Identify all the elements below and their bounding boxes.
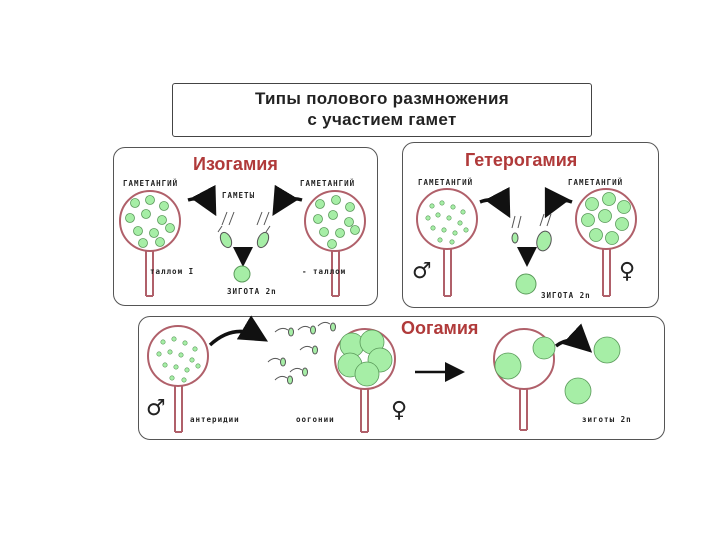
heterogamy-label-gametangium-left: ГАМЕТАНГИЙ — [418, 178, 474, 187]
isogamy-left-gametangium — [119, 190, 181, 297]
heterogamy-gametes — [511, 213, 552, 252]
oogamy-title: Оогамия — [401, 318, 479, 338]
heterogamy-label-gametangium-right: ГАМЕТАНГИЙ — [568, 178, 624, 187]
oogamy-oogonium — [334, 328, 396, 433]
heterogamy-title: Гетерогамия — [465, 150, 578, 170]
oogamy-label-zygote: зиготы 2n — [582, 415, 632, 424]
title-line-2: с участием гамет — [307, 110, 457, 129]
isogamy-label-gametangium-right: ГАМЕТАНГИЙ — [300, 179, 356, 188]
oogamy-female-symbol: ♀ — [391, 398, 408, 423]
isogamy-label-thallus-left: таллом I — [150, 267, 195, 276]
isogamy-arrows — [187, 184, 303, 267]
oogamy-label-antheridium: антеридии — [190, 415, 240, 424]
isogamy-title: Изогамия — [193, 154, 278, 174]
oogamy-zygotes — [564, 336, 621, 405]
heterogamy-male-symbol: ♂ — [412, 259, 432, 284]
title-box: Типы полового размножения с участием гам… — [172, 83, 592, 137]
heterogamy-male-gametangium — [416, 188, 478, 297]
heterogamy-arrows — [479, 186, 573, 267]
title-line-1: Типы полового размножения — [255, 89, 509, 108]
heterogamy-female-gametangium — [575, 188, 637, 297]
oogamy-label-oogonium: оогонии — [296, 415, 335, 424]
isogamy-label-thallus-right: - таллом — [302, 267, 347, 276]
isogamy-gametes — [217, 211, 271, 249]
isogamy-label-zygote: ЗИГОТА 2n — [227, 287, 277, 296]
isogamy-label-gametangium-left: ГАМЕТАНГИЙ — [123, 179, 179, 188]
oogamy-arrow-1 — [208, 315, 269, 347]
heterogamy-female-symbol: ♀ — [619, 259, 636, 284]
isogamy-right-gametangium — [304, 190, 366, 297]
isogamy-zygote — [233, 265, 251, 283]
oogamy-male-symbol: ♂ — [146, 396, 166, 421]
oogamy-antheridium — [147, 325, 209, 433]
oogamy-arrow-2 — [554, 323, 593, 353]
oogamy-sperm — [267, 321, 336, 385]
heterogamy-zygote — [515, 273, 537, 295]
oogamy-result-gametangium — [493, 328, 556, 431]
isogamy-label-gametes: ГАМЕТЫ — [222, 191, 256, 200]
heterogamy-label-zygote: ЗИГОТА 2n — [541, 291, 591, 300]
